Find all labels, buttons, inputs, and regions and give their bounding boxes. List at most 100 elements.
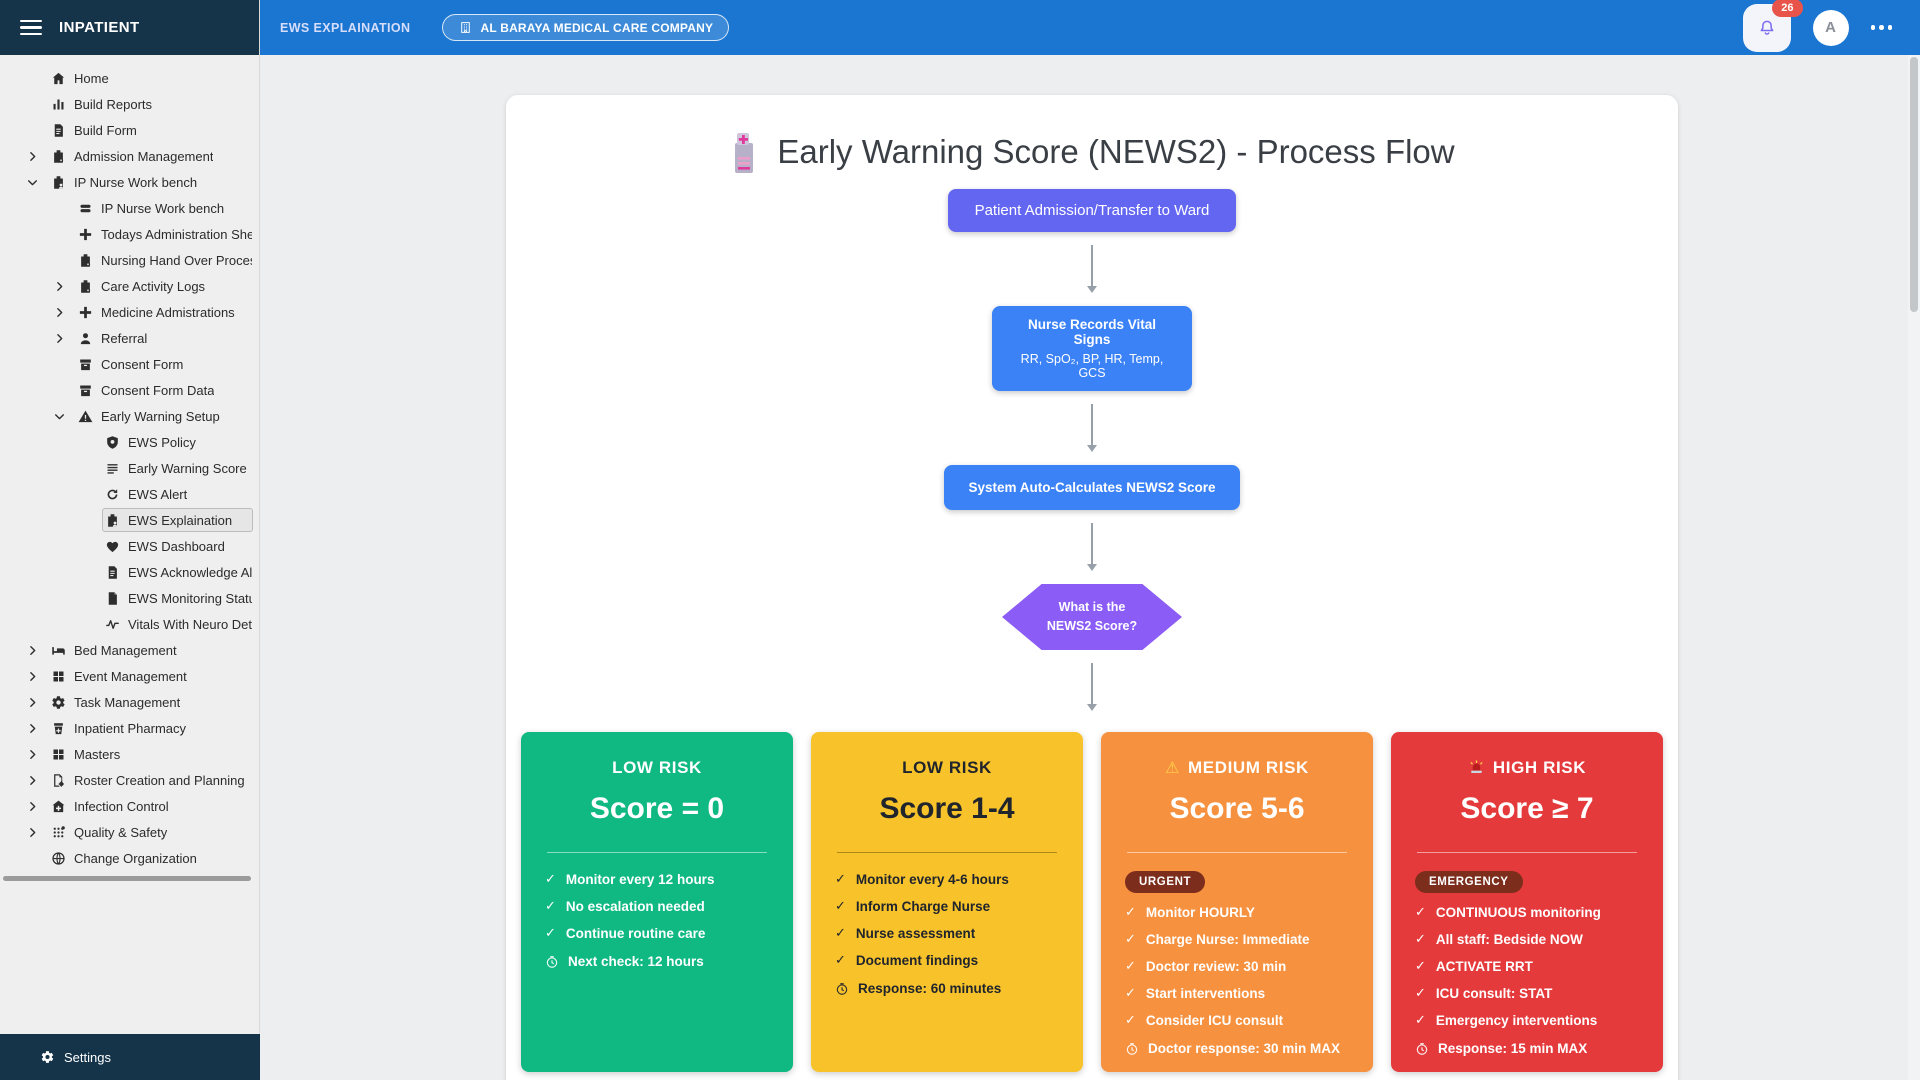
- sidebar-item-build-reports[interactable]: Build Reports: [0, 91, 259, 117]
- sidebar-item-home[interactable]: Home: [0, 65, 259, 91]
- chevron-slot: [26, 669, 48, 684]
- chevron-right-icon[interactable]: [26, 696, 39, 709]
- sidebar-item-label: Quality & Safety: [74, 824, 168, 840]
- check-icon: ✓: [1415, 958, 1426, 973]
- sidebar-item-vitals-with-neuro-detail[interactable]: Vitals With Neuro Detail: [0, 611, 259, 637]
- sidebar-item-label: Early Warning Score: [128, 460, 247, 476]
- sidebar-item-ip-nurse-work-bench[interactable]: IP Nurse Work bench: [0, 195, 259, 221]
- sidebar-item-consent-form-data[interactable]: Consent Form Data: [0, 377, 259, 403]
- sidebar-item-early-warning-score[interactable]: Early Warning Score: [0, 455, 259, 481]
- check-icon: ✓: [1125, 985, 1136, 1000]
- chevron-slot: [53, 383, 75, 398]
- sidebar-item-body: Roster Creation and Planning: [48, 768, 253, 792]
- hamburger-menu-icon[interactable]: [20, 19, 42, 36]
- risk-action-item: ✓Nurse assessment: [835, 925, 976, 941]
- risk-label: LOW RISK: [612, 758, 702, 777]
- risk-action-item: ✓All staff: Bedside NOW: [1415, 931, 1583, 947]
- clock-icon: [1126, 1042, 1138, 1055]
- sidebar-item-roster-creation-and-planning[interactable]: Roster Creation and Planning: [0, 767, 259, 793]
- sidebar-item-ews-policy[interactable]: EWS Policy: [0, 429, 259, 455]
- sidebar-item-label: Consent Form Data: [101, 382, 215, 398]
- sidebar-horizontal-scrollbar[interactable]: [3, 876, 251, 881]
- chevron-right-icon[interactable]: [26, 826, 39, 839]
- chevron-slot: [26, 773, 48, 788]
- chevron-right-icon[interactable]: [53, 280, 66, 293]
- page-tag: EWS EXPLAINATION: [280, 20, 411, 35]
- check-icon: ✓: [1125, 904, 1136, 919]
- chevron-down-icon[interactable]: [53, 410, 66, 423]
- chevron-right-icon[interactable]: [26, 748, 39, 761]
- settings-button[interactable]: Settings: [0, 1034, 260, 1080]
- chevron-slot: [53, 409, 75, 424]
- sidebar-item-body: IP Nurse Work bench: [48, 170, 253, 194]
- sidebar-item-change-organization[interactable]: Change Organization: [0, 845, 259, 871]
- chevron-slot: [53, 227, 75, 242]
- sidebar-item-ip-nurse-work-bench[interactable]: IP Nurse Work bench: [0, 169, 259, 195]
- sidebar-item-early-warning-setup[interactable]: Early Warning Setup: [0, 403, 259, 429]
- sidebar-item-label: Infection Control: [74, 798, 169, 814]
- risk-action-item: ✓Doctor review: 30 min: [1125, 958, 1287, 974]
- risk-action-item: ✓Emergency interventions: [1415, 1012, 1598, 1028]
- sidebar-item-bed-management[interactable]: Bed Management: [0, 637, 259, 663]
- chevron-right-icon[interactable]: [26, 774, 39, 787]
- sidebar-item-care-activity-logs[interactable]: Care Activity Logs: [0, 273, 259, 299]
- check-icon: ✓: [1415, 1012, 1426, 1027]
- sidebar-item-build-form[interactable]: Build Form: [0, 117, 259, 143]
- sidebar-item-nursing-hand-over-process[interactable]: Nursing Hand Over Process: [0, 247, 259, 273]
- med-cross-icon: [79, 228, 92, 240]
- sidebar-item-ews-alert[interactable]: EWS Alert: [0, 481, 259, 507]
- avatar[interactable]: A: [1812, 9, 1849, 46]
- sidebar-header: INPATIENT: [0, 0, 259, 55]
- chevron-right-icon[interactable]: [26, 722, 39, 735]
- risk-score: Score 5-6: [1169, 792, 1305, 825]
- sidebar-item-medicine-admistrations[interactable]: Medicine Admistrations: [0, 299, 259, 325]
- sidebar-item-body: EWS Explaination: [102, 508, 253, 532]
- chevron-right-icon[interactable]: [26, 800, 39, 813]
- company-selector[interactable]: AL BARAYA MEDICAL CARE COMPANY: [442, 14, 730, 41]
- siren-icon: [1470, 759, 1483, 773]
- warning-icon: [78, 410, 93, 422]
- sidebar-item-task-management[interactable]: Task Management: [0, 689, 259, 715]
- sidebar-item-quality-safety[interactable]: Quality & Safety: [0, 819, 259, 845]
- sidebar-item-masters[interactable]: Masters: [0, 741, 259, 767]
- sidebar-item-ews-explaination[interactable]: EWS Explaination: [0, 507, 259, 533]
- chevron-slot: [26, 149, 48, 164]
- chevron-down-icon[interactable]: [26, 176, 39, 189]
- sidebar-item-body: EWS Acknowledge Alert: [102, 560, 253, 584]
- grid-icon: [53, 749, 64, 759]
- sidebar-item-ews-monitoring-status[interactable]: EWS Monitoring Status: [0, 585, 259, 611]
- chevron-right-icon[interactable]: [26, 670, 39, 683]
- main-area: Early Warning Score (NEWS2) - Process Fl…: [260, 55, 1920, 1080]
- chevron-right-icon[interactable]: [53, 306, 66, 319]
- chevron-right-icon[interactable]: [53, 332, 66, 345]
- sidebar-item-body: Referral: [75, 326, 253, 350]
- dots-grid-icon: [53, 825, 65, 837]
- chevron-right-icon[interactable]: [26, 644, 39, 657]
- sidebar-item-body: EWS Alert: [102, 482, 253, 506]
- notifications-button[interactable]: 26: [1742, 0, 1803, 52]
- chevron-slot: [80, 513, 102, 528]
- more-menu-icon[interactable]: [1870, 25, 1892, 30]
- risk-footer: Response: 60 minutes: [835, 981, 1059, 996]
- scrollbar-thumb[interactable]: [1910, 57, 1918, 312]
- chevron-right-icon[interactable]: [26, 150, 39, 163]
- risk-footer: Doctor response: 30 min MAX: [1125, 1041, 1349, 1056]
- sidebar-item-infection-control[interactable]: Infection Control: [0, 793, 259, 819]
- sidebar-item-ews-dashboard[interactable]: EWS Dashboard: [0, 533, 259, 559]
- sidebar-item-label: Bed Management: [74, 642, 177, 658]
- sidebar-item-label: Early Warning Setup: [101, 408, 220, 424]
- sidebar-item-todays-administration-sheet[interactable]: Todays Administration Sheet: [0, 221, 259, 247]
- chevron-slot: [53, 279, 75, 294]
- sidebar-item-ews-acknowledge-alert[interactable]: EWS Acknowledge Alert: [0, 559, 259, 585]
- flow-node-vitals-title: Nurse Records Vital Signs: [1027, 317, 1157, 347]
- chevron-slot: [53, 201, 75, 216]
- sidebar-item-event-management[interactable]: Event Management: [0, 663, 259, 689]
- sidebar-item-inpatient-pharmacy[interactable]: Inpatient Pharmacy: [0, 715, 259, 741]
- sidebar-item-consent-form[interactable]: Consent Form: [0, 351, 259, 377]
- check-icon: ✓: [835, 952, 846, 967]
- doc-gear-icon: [54, 773, 64, 787]
- sidebar-item-referral[interactable]: Referral: [0, 325, 259, 351]
- sidebar-item-admission-management[interactable]: Admission Management: [0, 143, 259, 169]
- shield-icon: [107, 435, 118, 449]
